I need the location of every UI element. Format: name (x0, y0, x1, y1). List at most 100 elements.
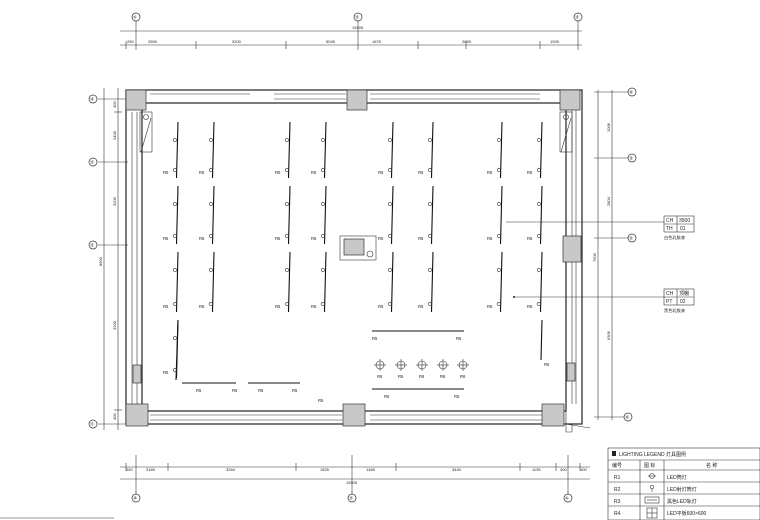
legend-col-desc: 名 称 (706, 462, 717, 469)
tag-key: PT (666, 299, 672, 305)
bottom-dim-seg: 1465 (366, 467, 376, 472)
light-track (175, 121, 179, 179)
light-track (390, 251, 394, 313)
fixture-label: R5 (163, 236, 169, 241)
fixture-label: R5 (456, 336, 462, 341)
grid-bubble-right: ⑯ (629, 89, 633, 95)
column (541, 403, 565, 427)
left-dim-seg: 400 (112, 101, 117, 108)
fixture-label: R5 (418, 236, 424, 241)
grid-bubble-left: ⑭ (90, 96, 94, 102)
left-dim-seg: 2400 (112, 130, 117, 140)
grid-bubble-left: ⑰ (90, 421, 94, 427)
right-dim-seg: 2804 (606, 196, 611, 206)
light-track (287, 121, 291, 179)
fixture-label: R5 (487, 170, 493, 175)
tag-key: CH (666, 291, 674, 297)
track-spot-fixture (285, 234, 289, 238)
light-track (323, 185, 327, 245)
downlight-icon (648, 473, 656, 479)
top-dim-seg: 3200 (232, 39, 242, 44)
legend-row-no: R2 (614, 487, 621, 493)
panel-icon (646, 507, 658, 519)
material-tag-2: CH 顶棚 PT 02 黑色乳胶漆 (513, 288, 695, 314)
fixture-label: R5 (418, 304, 424, 309)
light-track (540, 319, 543, 361)
fixture-label: R5 (378, 304, 384, 309)
top-dim-seg: 250 (127, 39, 134, 44)
track-spot-fixture (321, 168, 325, 172)
track-spot-fixture (285, 202, 289, 206)
strip-icon (644, 496, 660, 504)
fixture-label: R5 (199, 236, 205, 241)
bottom-left-tracks: R5 R5 R5 R5 R5 (182, 382, 324, 403)
track-spot-fixture (321, 302, 325, 306)
fixture-label: R5 (163, 304, 169, 309)
bottom-dimension-chain: 15905 250 3165 3264 1825 1465 3440 1135 … (120, 455, 590, 503)
fixture-label: R5 (163, 370, 169, 375)
track-spot-fixture (388, 202, 392, 206)
fixture-label: R5 (199, 170, 205, 175)
track-spot-fixture (497, 202, 501, 206)
legend-col-no: 编号 (612, 462, 622, 469)
fixture-label: R5 (275, 170, 281, 175)
fixture-label: R6 (398, 374, 404, 379)
right-dim-seg: 1008 (606, 122, 611, 132)
track-spot-fixture (321, 234, 325, 238)
track-spot-fixture (388, 168, 392, 172)
column (566, 362, 576, 382)
light-track (539, 251, 543, 313)
legend-row-desc: LED筒灯 (667, 474, 687, 481)
fixture-label: R5 (454, 394, 460, 399)
column (125, 89, 147, 111)
right-dimension-chain: 7900 1008 2804 6306 ⑯ ⑮ ⑬ ⑯ (592, 87, 637, 422)
bottom-dim-seg: 3165 (146, 467, 156, 472)
fixture-label: R5 (318, 398, 324, 403)
lighting-legend: LIGHTING LEGEND 灯具图例 编号 图 标 名 称 R1 LED筒灯… (607, 447, 760, 520)
track-spot-fixture (285, 168, 289, 172)
track-spot-fixture (173, 268, 177, 272)
fixture-label: R6 (460, 374, 466, 379)
fixture-label: R5 (527, 236, 533, 241)
track-spot-fixture (285, 138, 289, 142)
fixture-label: R5 (418, 170, 424, 175)
track-spot-fixture (428, 168, 432, 172)
track-spot-fixture (173, 336, 177, 340)
light-track (430, 185, 434, 245)
fixture-label: R5 (232, 388, 238, 393)
grid-bubble-top: ⑮ (575, 14, 579, 20)
track-spot-fixture (173, 302, 177, 306)
fixture-label: R5 (163, 170, 169, 175)
light-track (390, 185, 394, 245)
light-track (499, 121, 503, 179)
fixture-label: R5 (544, 362, 550, 367)
fixture-label: R6 (440, 374, 446, 379)
fixture-label: R5 (311, 236, 317, 241)
tag-value: 顶棚 (679, 290, 689, 297)
left-dim-seg: 3200 (112, 196, 117, 206)
track-spot-fixture (209, 168, 213, 172)
legend-row-no: R1 (614, 475, 621, 481)
right-dim-seg: 6306 (606, 330, 611, 340)
track-spot-fixture (209, 234, 213, 238)
light-track (323, 251, 327, 313)
fixture-label: R5 (311, 170, 317, 175)
light-track (499, 185, 503, 245)
fixture-label: R5 (199, 304, 205, 309)
grid-bubble-right: ⑮ (629, 155, 633, 161)
tag-key: TH (666, 226, 673, 232)
track-spot-fixture (537, 302, 541, 306)
lighting-tracks (175, 121, 543, 381)
top-dim-seg: 2655 (462, 39, 472, 44)
light-track (430, 251, 434, 313)
lighting-fixtures: R5R5R5R5R5R5R5R5R5R5R5R5R5R5R5R5R5R5R5R5… (163, 138, 541, 375)
grid-bubble-left: ⑮ (90, 242, 94, 248)
light-track (175, 251, 179, 313)
bottom-dim-seg: 100 (580, 467, 587, 472)
fixture-label: R5 (487, 236, 493, 241)
track-spot-fixture (173, 168, 177, 172)
fixture-label: R5 (487, 304, 493, 309)
legend-col-icon: 图 标 (644, 462, 655, 469)
track-spot-fixture (537, 202, 541, 206)
